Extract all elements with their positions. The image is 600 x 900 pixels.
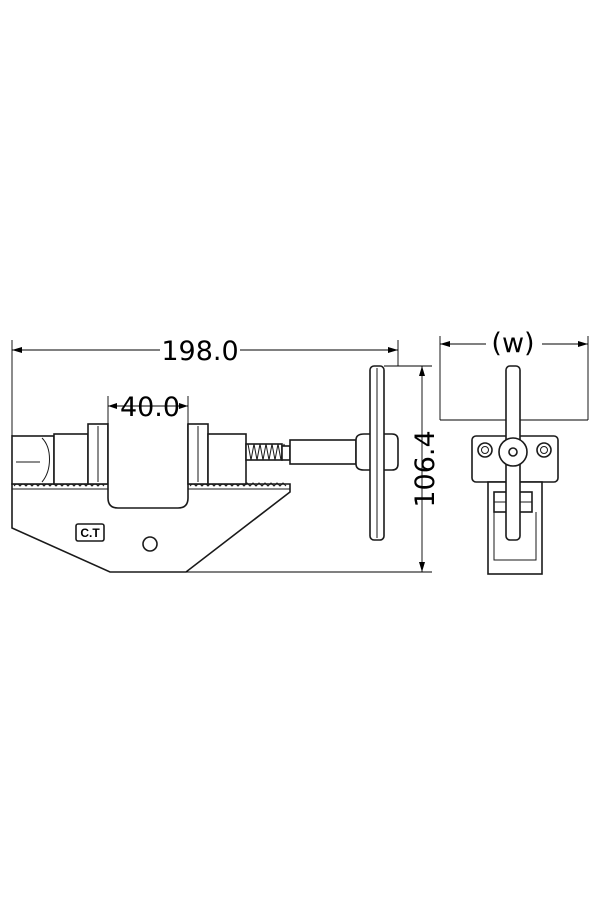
width-arrow-left (440, 341, 450, 347)
end-view-slot (493, 512, 537, 561)
height-arrow-top (419, 366, 425, 376)
end-view-bolt-right-inner (540, 446, 548, 454)
end-view-bolt-right (536, 442, 552, 458)
height-arrow-bottom (419, 562, 425, 572)
fixed-jaw-body (53, 433, 89, 485)
lead-screw (289, 439, 357, 465)
mounting-hole (142, 536, 158, 552)
dimension-lines: 198.0 40.0 106.4 (11, 336, 441, 573)
spring-coil (247, 443, 288, 461)
length-arrow-left (12, 347, 22, 353)
screw-nut (281, 445, 291, 461)
width-label: (w) (491, 328, 534, 359)
jaw-arrow-left (108, 403, 117, 409)
ct-logo: C.T (80, 526, 100, 540)
moving-jaw-body (207, 433, 247, 485)
length-arrow-right (388, 347, 398, 353)
ct-logo-box (75, 523, 105, 542)
jaw-end-curve (41, 437, 50, 483)
end-view-bolt-left (477, 442, 493, 458)
end-view-bolt-left-inner (481, 446, 489, 454)
fixed-jaw-end (11, 435, 55, 485)
vise-end-view: (w) (439, 328, 589, 575)
overall-length-label: 198.0 (161, 336, 238, 367)
jaw-arrow-right (179, 403, 188, 409)
end-view-hub-center (508, 447, 518, 457)
vise-front-view: C.T (11, 365, 399, 573)
width-arrow-right (578, 341, 588, 347)
jaw-channel (107, 424, 189, 509)
height-label: 106.4 (410, 430, 441, 507)
jaw-opening-label: 40.0 (120, 392, 180, 423)
